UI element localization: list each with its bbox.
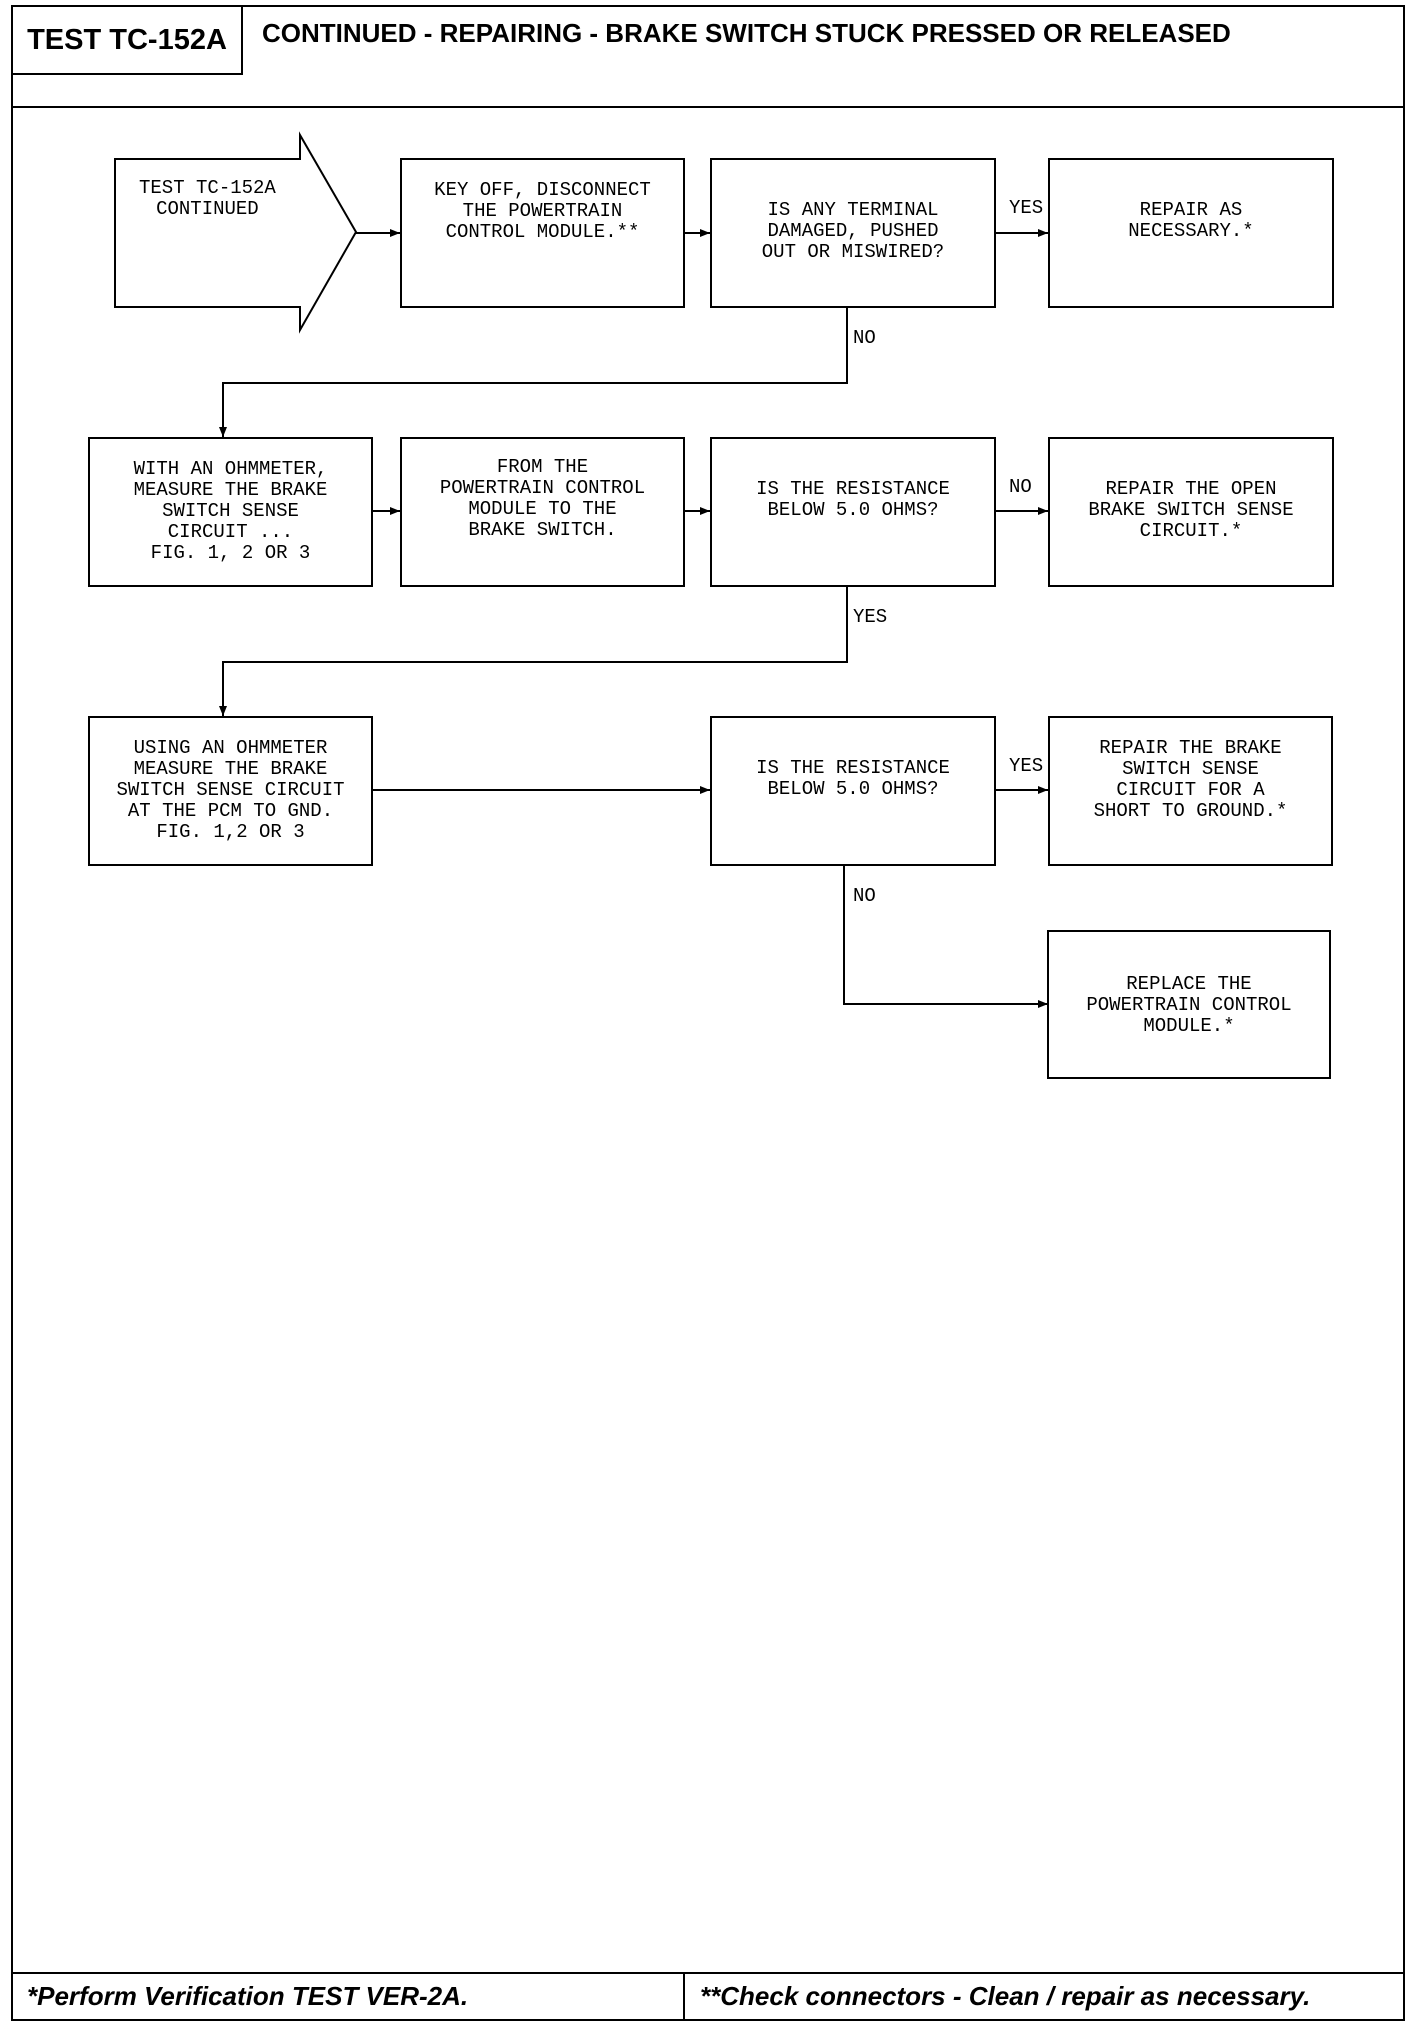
start-arrow-shape	[114, 131, 358, 334]
label-yes-resistance-2: YES	[1009, 755, 1044, 777]
result-repair-short-to-ground: REPAIR THE BRAKE SWITCH SENSE CIRCUIT FO…	[1048, 716, 1333, 866]
step-disconnect-text: KEY OFF, DISCONNECT THE POWERTRAIN CONTR…	[434, 179, 651, 243]
label-no-resistance-2: NO	[853, 885, 876, 907]
page-frame	[11, 5, 1405, 2021]
decision-resistance-1-text: IS THE RESISTANCE BELOW 5.0 OHMS?	[756, 478, 950, 521]
start-block: TEST TC-152A CONTINUED	[139, 177, 276, 220]
step-measure-text: WITH AN OHMMETER, MEASURE THE BRAKE SWIT…	[133, 458, 328, 564]
label-no-resistance-1: NO	[1009, 476, 1032, 498]
result-replace-pcm: REPLACE THE POWERTRAIN CONTROL MODULE.*	[1047, 930, 1331, 1079]
step-gnd-text: USING AN OHMMETER MEASURE THE BRAKE SWIT…	[116, 737, 345, 843]
footnote-verification: *Perform Verification TEST VER-2A.	[27, 1981, 469, 2011]
result-repair-as-necessary: REPAIR AS NECESSARY.*	[1048, 158, 1334, 308]
arrow-resistance1-yes	[219, 587, 848, 716]
decision-terminal-text: IS ANY TERMINAL DAMAGED, PUSHED OUT OR M…	[761, 199, 945, 263]
test-id-label: TEST TC-152A	[13, 7, 243, 75]
footer-column-divider	[683, 1972, 685, 2021]
step-measure-sense-circuit: WITH AN OHMMETER, MEASURE THE BRAKE SWIT…	[88, 437, 373, 587]
page-title: CONTINUED - REPAIRING - BRAKE SWITCH STU…	[262, 18, 1231, 48]
footer-divider	[11, 1972, 1405, 1974]
header-divider	[11, 106, 1405, 108]
test-id-text: TEST TC-152A	[27, 23, 227, 56]
result-short-text: REPAIR THE BRAKE SWITCH SENSE CIRCUIT FO…	[1093, 737, 1288, 822]
step-from-pcm-to-switch: FROM THE POWERTRAIN CONTROL MODULE TO TH…	[400, 437, 685, 587]
decision-resistance-2: IS THE RESISTANCE BELOW 5.0 OHMS?	[710, 716, 996, 866]
result-open-text: REPAIR THE OPEN BRAKE SWITCH SENSE CIRCU…	[1088, 478, 1294, 542]
step-measure-to-ground: USING AN OHMMETER MEASURE THE BRAKE SWIT…	[88, 716, 373, 866]
result-replace-text: REPLACE THE POWERTRAIN CONTROL MODULE.*	[1086, 973, 1292, 1037]
label-no-terminal: NO	[853, 327, 876, 349]
result-repair-text: REPAIR AS NECESSARY.*	[1128, 199, 1254, 242]
step-disconnect-pcm: KEY OFF, DISCONNECT THE POWERTRAIN CONTR…	[400, 158, 685, 308]
result-repair-open-circuit: REPAIR THE OPEN BRAKE SWITCH SENSE CIRCU…	[1048, 437, 1334, 587]
step-from-pcm-text: FROM THE POWERTRAIN CONTROL MODULE TO TH…	[439, 456, 646, 541]
arrow-terminal-no	[219, 308, 848, 437]
decision-terminal-damaged: IS ANY TERMINAL DAMAGED, PUSHED OUT OR M…	[710, 158, 996, 308]
label-yes-terminal: YES	[1009, 197, 1044, 219]
decision-resistance-2-text: IS THE RESISTANCE BELOW 5.0 OHMS?	[756, 757, 950, 800]
footnote-connectors: **Check connectors - Clean / repair as n…	[700, 1981, 1311, 2011]
label-yes-resistance-1: YES	[853, 606, 888, 628]
decision-resistance-1: IS THE RESISTANCE BELOW 5.0 OHMS?	[710, 437, 996, 587]
arrow-resistance2-no	[843, 866, 1048, 1008]
